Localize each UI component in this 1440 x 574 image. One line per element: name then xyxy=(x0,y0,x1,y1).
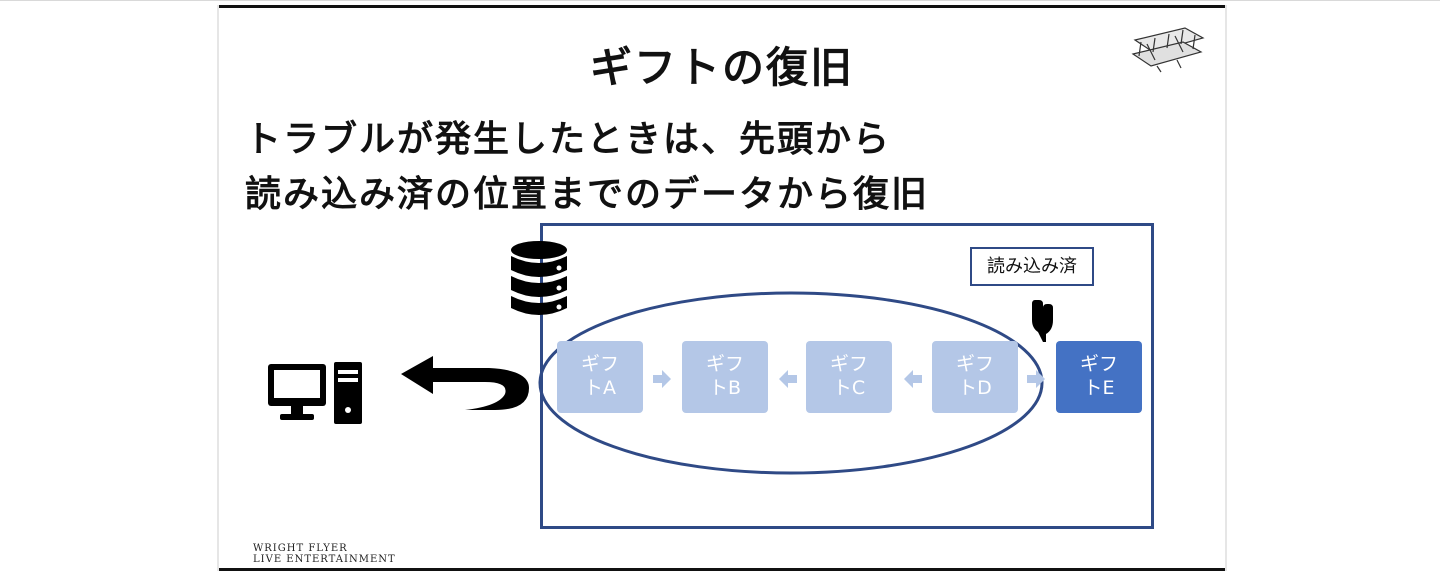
pointing-hand-icon xyxy=(1032,300,1053,342)
loaded-label: 読み込み済 xyxy=(970,247,1094,286)
return-arrow-icon xyxy=(401,356,529,410)
gift-c: ギフ トC xyxy=(806,341,892,413)
biplane-icon xyxy=(1131,27,1205,73)
slide-subtitle: トラブルが発生したときは、先頭から 読み込み済の位置までのデータから復旧 xyxy=(245,112,1145,222)
brand-logo: WRIGHT FLYER LIVE ENTERTAINMENT xyxy=(253,543,396,565)
page-top-divider xyxy=(0,0,1440,1)
gift-a-line2: トA xyxy=(584,377,616,399)
logo-line-2: LIVE ENTERTAINMENT xyxy=(253,554,396,565)
gift-b: ギフ トB xyxy=(682,341,768,413)
arrow-left-icon xyxy=(779,370,797,388)
gift-a: ギフ トA xyxy=(557,341,643,413)
slide-title: ギフトの復旧 xyxy=(589,43,854,92)
gift-e-line1: ギフ xyxy=(1079,353,1118,375)
slide-left-shadow xyxy=(217,5,219,571)
gift-b-line2: トB xyxy=(708,377,742,399)
gift-b-line1: ギフ xyxy=(705,353,744,375)
arrow-left-icon xyxy=(904,370,922,388)
gift-e: ギフ トE xyxy=(1056,341,1142,413)
gift-d-line1: ギフ xyxy=(955,353,994,375)
gift-c-line1: ギフ xyxy=(829,353,868,375)
slide-right-shadow xyxy=(1225,5,1227,571)
slide: ギフトの復旧 トラブルが発生したときは、先頭から 読み込み済の位置までのデータか… xyxy=(219,5,1225,571)
subtitle-line-2: 読み込み済の位置までのデータから復旧 xyxy=(245,174,930,215)
gift-c-line2: トC xyxy=(832,377,866,399)
restore-range-ellipse xyxy=(538,291,1044,475)
gift-d-line2: トD xyxy=(958,377,992,399)
database-icon xyxy=(511,241,567,315)
subtitle-line-1: トラブルが発生したときは、先頭から xyxy=(245,119,892,160)
desktop-computer-icon xyxy=(268,362,362,424)
logo-line-1: WRIGHT FLYER xyxy=(253,543,348,554)
gift-a-line1: ギフ xyxy=(580,353,619,375)
gift-e-line2: トE xyxy=(1083,377,1115,399)
gift-d: ギフ トD xyxy=(932,341,1018,413)
arrow-right-icon xyxy=(1027,370,1045,388)
arrow-right-icon xyxy=(653,370,671,388)
